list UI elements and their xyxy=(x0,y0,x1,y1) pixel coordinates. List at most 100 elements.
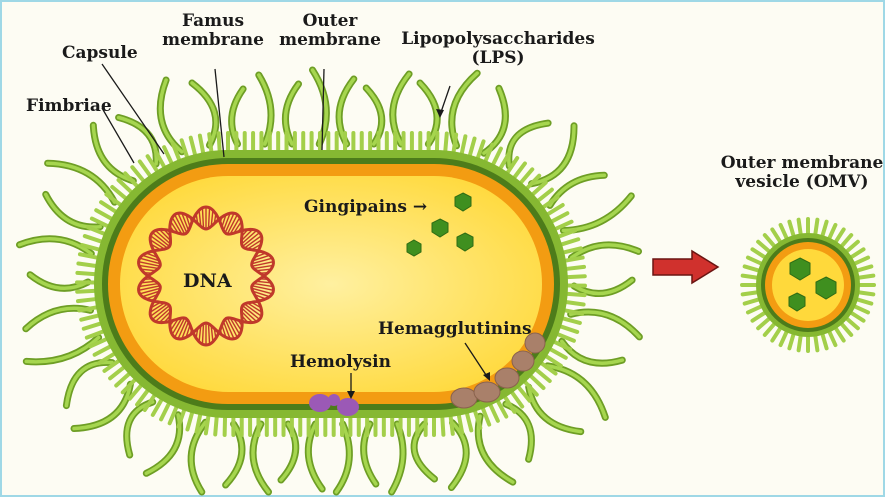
omv-bristle xyxy=(748,306,763,313)
omv-bristle xyxy=(846,318,858,328)
omv-bristle xyxy=(748,258,763,265)
lps-bristle xyxy=(187,413,192,429)
omv-bristle xyxy=(856,266,871,271)
lps-bristle xyxy=(215,418,216,435)
omv-bristle xyxy=(829,330,836,345)
label-omv: Outer membrane vesicle (OMV) xyxy=(716,154,885,192)
omv-bristle xyxy=(835,327,844,340)
omv-bristle xyxy=(856,299,871,304)
omv-bristle xyxy=(781,225,788,240)
omv-bristle xyxy=(789,222,794,237)
omv-bristle xyxy=(822,333,827,348)
lps-bristle xyxy=(96,210,111,218)
lps-bristle xyxy=(454,135,456,152)
lps-bristle xyxy=(568,276,585,277)
label-outer-line2: membrane xyxy=(274,31,386,50)
lps-bristle xyxy=(563,319,579,323)
omv-bristle xyxy=(781,330,788,345)
omv-bristle xyxy=(745,299,760,304)
label-fimbriae: Fimbriae xyxy=(26,97,112,116)
label-famus-membrane: Famus membrane xyxy=(158,12,268,50)
dna-rung xyxy=(169,230,170,231)
lps-bristle xyxy=(110,368,123,379)
gingipain-hexagon xyxy=(407,240,421,256)
omv-bristle xyxy=(743,292,759,294)
lps-bristle xyxy=(84,324,100,329)
omv-bristle xyxy=(841,323,851,335)
lps-bristle xyxy=(531,376,543,388)
dna-rung xyxy=(169,321,170,322)
omv-bristle xyxy=(752,249,765,258)
omv-bristle xyxy=(752,312,765,321)
label-capsule: Capsule xyxy=(62,44,138,63)
lps-bristle xyxy=(561,327,577,332)
lps-bristle xyxy=(537,370,550,381)
lps-bristle xyxy=(78,299,95,301)
label-outer-membrane: Outer membrane xyxy=(274,12,386,50)
label-lps-line1: Lipopolysaccharides xyxy=(398,30,598,49)
omv-bristle xyxy=(857,276,873,278)
fimbria-highlight xyxy=(119,118,157,164)
lps-bristle xyxy=(462,136,466,153)
lps-bristle xyxy=(81,316,98,320)
lps-bristle xyxy=(191,138,195,154)
label-dna: DNA xyxy=(183,272,232,291)
lps-bristle xyxy=(493,149,501,164)
omv-bristle xyxy=(772,327,781,340)
omv-bristle xyxy=(841,235,851,247)
lps-bristle xyxy=(470,139,475,155)
lps-bristle xyxy=(442,418,443,435)
lps-bristle xyxy=(445,134,446,151)
omv-bristle xyxy=(799,220,801,236)
lps-bristle xyxy=(77,273,94,274)
omv-bristle xyxy=(789,333,794,348)
omv-bristle xyxy=(829,225,836,240)
lps-bristle xyxy=(567,302,584,304)
omv-bristle xyxy=(758,242,770,252)
lps-bristle xyxy=(515,163,525,177)
lps-bristle xyxy=(209,134,211,151)
label-famus-line2: membrane xyxy=(158,31,268,50)
omv-bristle xyxy=(743,276,759,278)
lps-bristle xyxy=(78,264,95,266)
lps-bristle xyxy=(206,417,208,434)
omv-bristle xyxy=(822,222,827,237)
omv-bristle xyxy=(758,318,770,328)
lps-bristle xyxy=(219,133,220,150)
transition-arrow xyxy=(653,251,718,283)
omv-bristle xyxy=(850,249,863,258)
omv-bristle xyxy=(772,229,781,242)
omv-bristle xyxy=(846,242,858,252)
label-hemagglutinins: Hemagglutinins xyxy=(378,320,532,339)
lps-bristle xyxy=(551,349,566,357)
lps-bristle xyxy=(467,414,471,430)
lps-bristle xyxy=(95,347,110,355)
omv-bristle xyxy=(853,306,868,313)
label-gingipains: Gingipains → xyxy=(304,198,427,217)
label-omv-line1: Outer membrane xyxy=(716,154,885,173)
lps-bristle xyxy=(164,147,171,162)
fimbria xyxy=(563,196,631,231)
lps-bristle xyxy=(521,169,532,182)
omv-bristle xyxy=(765,323,775,335)
omv-bristle xyxy=(765,235,775,247)
omv-bristle xyxy=(853,258,868,265)
lps-bristle xyxy=(77,291,94,292)
label-lps: Lipopolysaccharides (LPS) xyxy=(398,30,598,68)
omv-bristle xyxy=(835,229,844,242)
label-famus-line1: Famus xyxy=(158,12,268,31)
omv-bristle xyxy=(815,220,817,236)
lps-bristle xyxy=(567,267,584,269)
lps-bristle xyxy=(568,294,585,295)
label-lps-line2: (LPS) xyxy=(398,49,598,68)
lps-bristle xyxy=(200,136,203,153)
omv-bristle xyxy=(745,266,760,271)
lps-bristle xyxy=(483,409,489,425)
omv-bristle xyxy=(850,312,863,321)
label-omv-line2: vesicle (OMV) xyxy=(716,173,885,192)
omv-bristle xyxy=(799,334,801,350)
fimbria xyxy=(478,416,513,482)
lps-bristle xyxy=(539,190,552,201)
lps-bristle xyxy=(116,374,129,385)
